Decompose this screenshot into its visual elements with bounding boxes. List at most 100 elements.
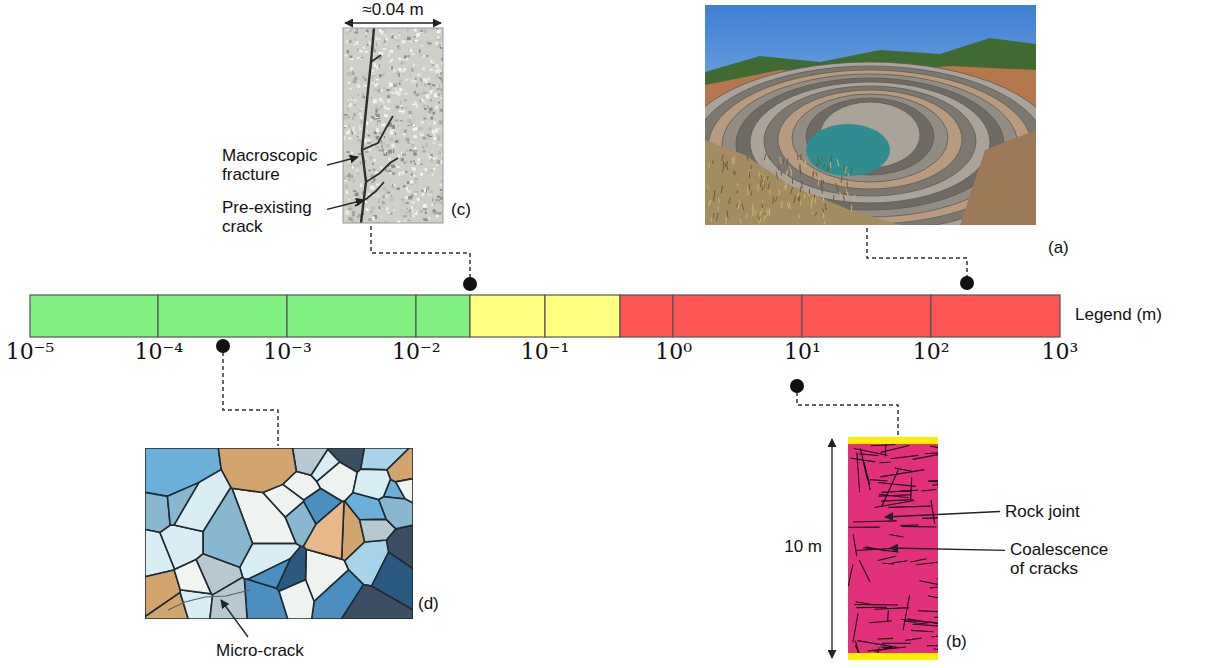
- rock-specimen: [400, 105, 403, 106]
- callout-leader: [890, 548, 1005, 550]
- rock-specimen: [415, 101, 417, 105]
- open-pit-photo: [805, 160, 806, 167]
- rock-specimen: [436, 215, 439, 218]
- rock-specimen: [424, 92, 428, 94]
- rock-specimen: [376, 117, 379, 118]
- rock-specimen: [395, 133, 396, 135]
- open-pit-photo: [825, 203, 826, 210]
- rock-specimen: [344, 117, 348, 119]
- rock-specimen: [357, 215, 358, 218]
- rock-specimen: [422, 67, 425, 70]
- open-pit-photo: [736, 190, 738, 193]
- rock-specimen: [407, 29, 409, 32]
- open-pit-photo: [815, 212, 817, 215]
- dimension-arrow: [831, 439, 832, 658]
- joint-line: [870, 480, 887, 481]
- rock-specimen: [395, 140, 399, 143]
- rock-specimen: [357, 85, 361, 88]
- rock-specimen: [378, 201, 379, 203]
- rock-specimen: [438, 84, 439, 88]
- rock-specimen: [385, 38, 388, 41]
- mineral-grain: [379, 497, 413, 529]
- rock-specimen: [353, 127, 355, 131]
- rock-specimen: [430, 90, 433, 91]
- open-pit-photo: [809, 189, 810, 194]
- rock-specimen: [403, 133, 407, 135]
- rock-specimen: [440, 88, 442, 91]
- rock-specimen: [372, 163, 374, 165]
- rock-specimen: [421, 198, 422, 200]
- rock-specimen: [414, 163, 416, 165]
- open-pit-photo: [792, 178, 793, 183]
- rock-specimen: [354, 113, 356, 117]
- open-pit-photo: [705, 5, 1036, 225]
- open-pit-photo: [705, 66, 1036, 225]
- joint-line: [856, 607, 886, 608]
- rock-specimen: [387, 95, 390, 97]
- callout-leader: [327, 157, 358, 165]
- open-pit-photo: [800, 164, 801, 171]
- open-pit-photo: [747, 157, 748, 161]
- rock-specimen: [427, 105, 428, 109]
- rock-specimen: [359, 214, 360, 217]
- rock-specimen: [353, 191, 357, 192]
- rock-specimen: [373, 195, 374, 197]
- open-pit-photo: [727, 165, 728, 170]
- rock-specimen: [368, 170, 370, 172]
- open-pit-photo: [779, 190, 780, 195]
- rock-specimen: [351, 151, 352, 152]
- joint-line: [918, 611, 938, 612]
- open-pit-photo: [821, 155, 823, 160]
- joint-line: [914, 623, 928, 624]
- rock-specimen: [430, 190, 433, 193]
- scale-dot: [216, 276, 974, 393]
- rock-specimen: [368, 30, 369, 33]
- rock-specimen: [352, 71, 353, 72]
- rock-specimen: [363, 47, 365, 49]
- rock-specimen: [371, 97, 373, 99]
- joint-line: [878, 556, 896, 560]
- rock-specimen: [391, 35, 393, 39]
- rock-specimen: [422, 100, 424, 101]
- rock-specimen: [378, 108, 379, 110]
- joint-line: [858, 641, 899, 648]
- rock-specimen: [372, 82, 373, 83]
- rock-specimen: [399, 58, 402, 60]
- open-pit-photo: [725, 162, 726, 167]
- open-pit-photo: [797, 192, 798, 197]
- tick-label: 10⁻²: [392, 340, 440, 365]
- open-pit-photo: [750, 165, 751, 169]
- scale-segment: [620, 295, 673, 337]
- rock-specimen: [438, 102, 440, 104]
- rock-specimen: [377, 123, 378, 124]
- rock-specimen: [348, 199, 350, 200]
- rock-specimen: [354, 197, 357, 200]
- joint-line: [887, 610, 889, 621]
- rock-specimen: [414, 147, 417, 150]
- tick-label: 10³: [1042, 340, 1079, 365]
- rock-specimen: [405, 107, 409, 108]
- rock-specimen: [379, 98, 381, 100]
- rock-specimen: [379, 29, 382, 32]
- micro-crack-line: [168, 590, 250, 610]
- rock-specimen: [392, 184, 394, 187]
- rock-specimen: [426, 189, 427, 193]
- rock-specimen: [368, 135, 370, 137]
- rock-specimen: [389, 168, 393, 169]
- open-pit-photo: [851, 167, 853, 175]
- joint-line: [881, 470, 925, 477]
- rock-specimen: [350, 67, 352, 70]
- joint-line: [853, 521, 897, 522]
- joint-line: [919, 581, 938, 588]
- rock-specimen: [413, 128, 416, 131]
- rock-specimen: [437, 84, 438, 88]
- scale-segment: [802, 295, 931, 337]
- rock-specimen: [391, 129, 394, 130]
- rock-specimen: [359, 113, 362, 116]
- rock-specimen: [414, 36, 415, 38]
- rock-specimen: [376, 128, 379, 132]
- open-pit-photo: [760, 211, 762, 217]
- rock-specimen: [384, 115, 387, 117]
- rock-specimen: [399, 88, 402, 91]
- open-pit-photo: [791, 187, 793, 194]
